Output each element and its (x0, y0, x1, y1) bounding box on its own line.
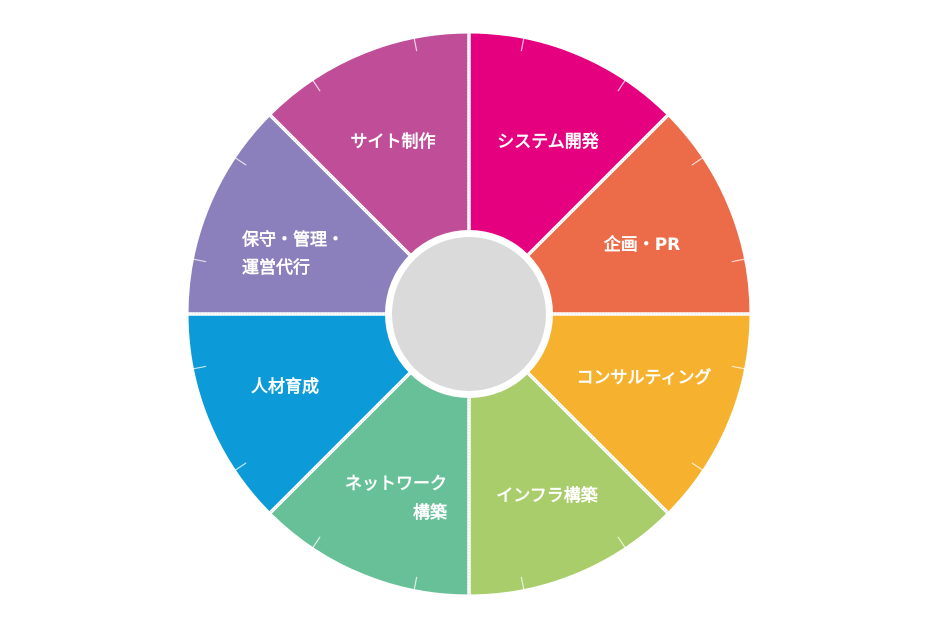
rim-tick (617, 80, 626, 92)
segment-site-prod (270, 32, 469, 314)
divider-dash (269, 114, 470, 315)
label-system-dev: システム開発 (497, 131, 599, 152)
label-infra: インフラ構築 (496, 485, 598, 506)
segment-planning-pr (469, 115, 750, 314)
segment-hr-dev (187, 314, 469, 513)
rim-tick (312, 80, 321, 92)
label-maintenance-line2: 運営代行 (242, 257, 310, 278)
segment-network (270, 314, 469, 595)
label-planning-pr: 企画・PR (603, 234, 681, 255)
divider-dash (468, 313, 669, 514)
rim-tick (235, 157, 247, 166)
rim-tick (413, 38, 418, 52)
rim-tick (413, 576, 418, 590)
center-hub (392, 237, 546, 391)
rim-tick (193, 258, 207, 263)
label-site-prod: サイト制作 (351, 131, 436, 152)
rim-tick (193, 365, 207, 370)
outer-rim (187, 32, 751, 596)
rim-tick (312, 536, 321, 548)
segment-maintenance (188, 115, 469, 314)
segment-consulting (469, 314, 750, 513)
rim-tick (520, 38, 525, 52)
rim-tick (731, 365, 745, 370)
rim-tick (691, 157, 703, 166)
rim-tick (235, 462, 247, 471)
segment-infra (469, 314, 668, 595)
label-network-line1: ネットワーク (345, 474, 447, 494)
label-consulting: コンサルティング (577, 367, 712, 388)
label-hr-dev: 人材育成 (251, 376, 319, 397)
rim-tick (520, 576, 525, 590)
rim-tick (691, 462, 703, 471)
wheel-segments (187, 32, 750, 595)
segment-system-dev (469, 33, 668, 314)
divider-dash (269, 313, 470, 514)
divider-dash (468, 114, 669, 315)
label-network-line2: 構築 (413, 502, 448, 523)
rim-tick (731, 258, 745, 263)
rim-tick (617, 536, 626, 548)
label-maintenance-line1: 保守・管理・ (241, 229, 344, 250)
